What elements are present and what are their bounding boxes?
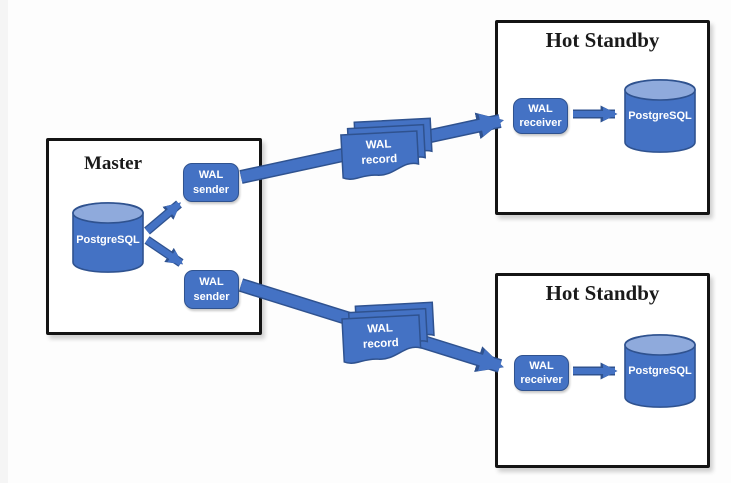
wal-sender-label-line1: WAL (198, 169, 224, 182)
wal-receiver-label-line1: WAL (529, 359, 554, 372)
standby-top-postgresql-cylinder (624, 79, 696, 153)
hot-standby-title-bottom: Hot Standby (545, 281, 660, 305)
wal-sender-label-line2: sender (192, 183, 230, 196)
hot-standby-title-top: Hot Standby (545, 28, 660, 52)
wal-receiver-label-line1: WAL (528, 102, 553, 115)
wal-receiver-label-line2: receiver (520, 374, 563, 386)
master-db-to-sender-bottom-arrow (144, 236, 184, 267)
wal-receiver-node-top: WAL receiver (513, 98, 568, 134)
wal-record-stack-bottom (341, 301, 435, 364)
wal-receiver-label-line2: receiver (519, 117, 562, 129)
wal-sender-node-bottom: WAL sender (184, 270, 239, 309)
wal-record-stack-top (340, 117, 433, 180)
wal-sender-node-top: WAL sender (183, 163, 239, 202)
left-edge-strip (0, 0, 8, 483)
wal-receiver-node-bottom: WAL receiver (514, 355, 569, 391)
master-postgresql-cylinder (72, 202, 144, 273)
wal-sender-label-line2: sender (193, 290, 230, 303)
wal-sender-label-line1: WAL (199, 276, 224, 289)
standby-bottom-postgresql-cylinder (624, 334, 696, 408)
master-title: Master (84, 153, 143, 174)
master-db-to-sender-top-arrow (144, 200, 182, 235)
